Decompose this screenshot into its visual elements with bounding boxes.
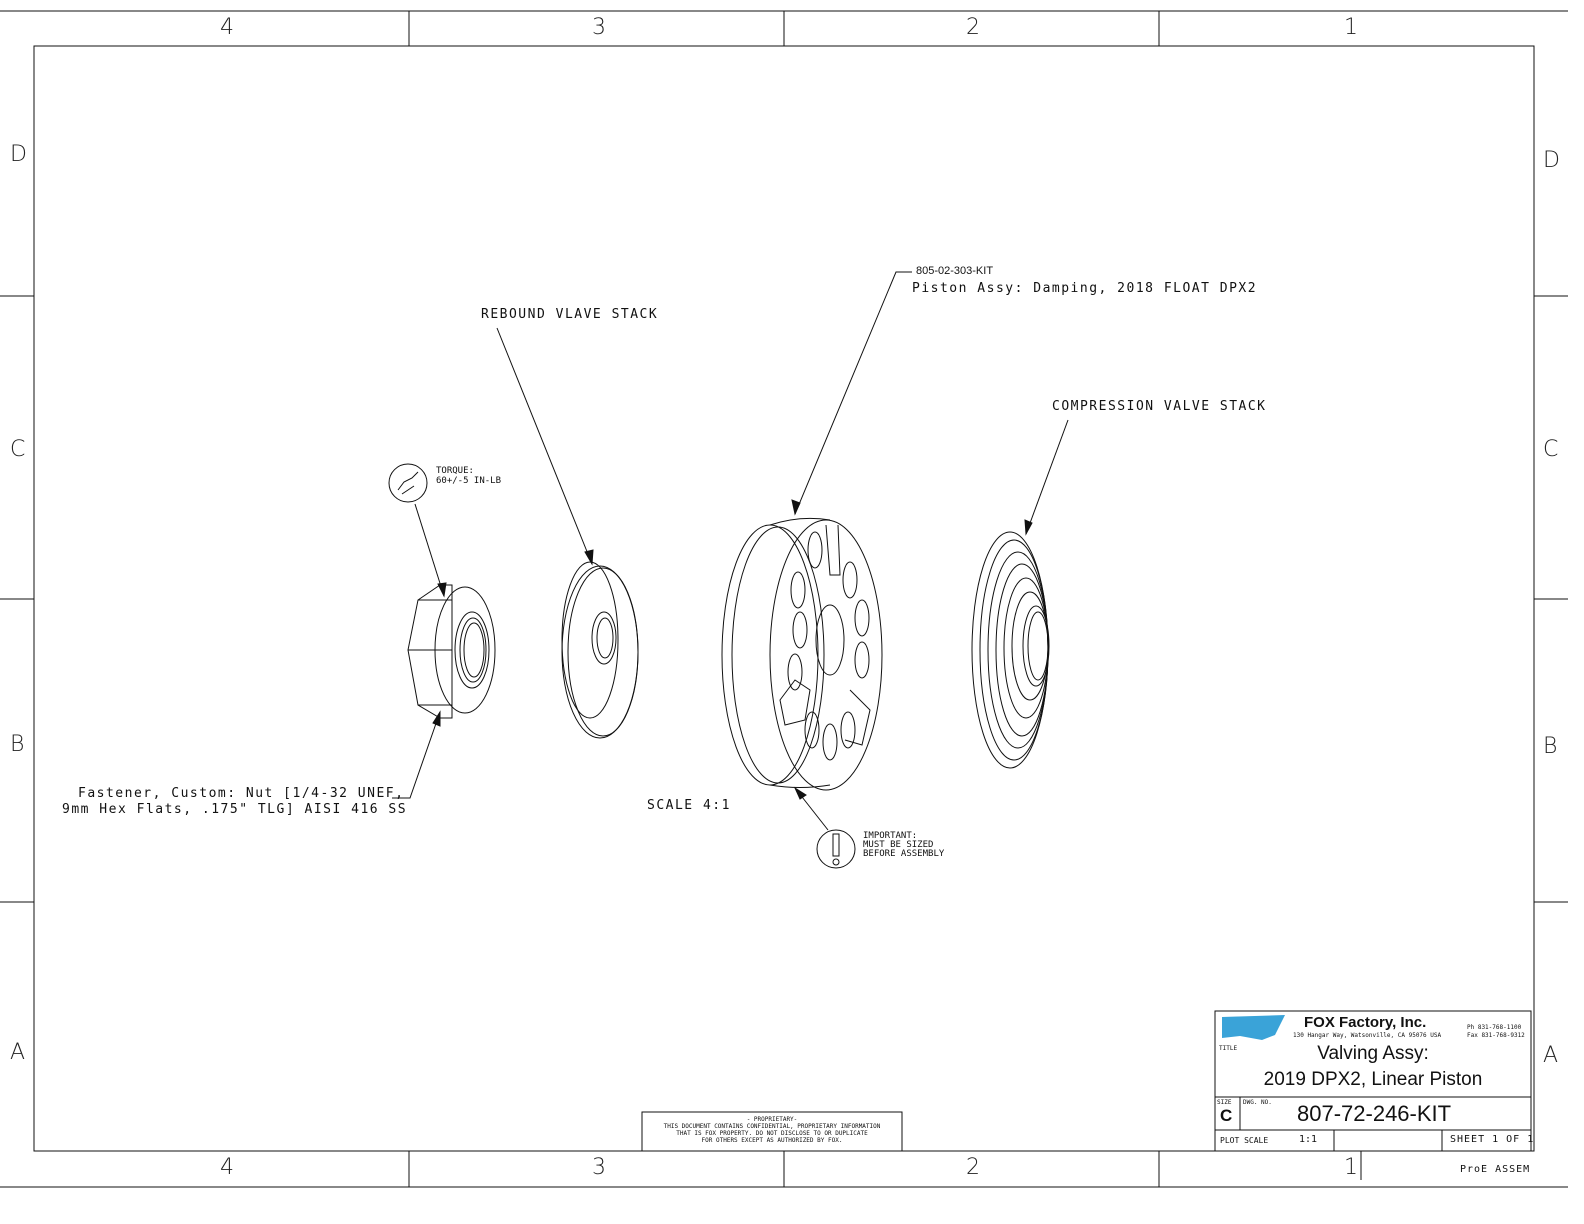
zone-row-a-left: A [10,1040,26,1065]
zone-col-3-top: 3 [592,15,606,40]
zone-row-a-right: A [1543,1043,1559,1068]
piston-part-number: 805-02-303-KIT [916,265,994,277]
zone-col-4-bottom: 4 [220,1155,234,1180]
torque-symbol-circle [388,463,428,503]
zone-row-d-right: D [1543,148,1560,173]
zone-col-2-top: 2 [966,15,980,40]
company-fax: Fax 831-768-9312 [1467,1032,1525,1039]
piston-assy-part [721,517,883,791]
zone-col-1-top: 1 [1344,15,1358,40]
company-name: FOX Factory, Inc. [1304,1014,1427,1031]
important-note-2: MUST BE SIZED [863,840,934,850]
title-label: TITLE [1219,1045,1238,1052]
sheet-size: C [1220,1106,1233,1125]
important-note-3: BEFORE ASSEMBLY [863,849,945,859]
zone-row-c-right: C [1543,437,1559,462]
fastener-description-2: 9mm Hex Flats, .175" TLG] AISI 416 SS [62,802,408,817]
compression-stack-label: COMPRESSION VALVE STACK [1052,399,1267,414]
zone-col-4-top: 4 [220,15,234,40]
view-scale: SCALE 4:1 [647,798,731,813]
zone-col-1-bottom: 1 [1344,1155,1358,1180]
important-note-1: IMPORTANT: [863,831,918,841]
compression-valve-stack-part [971,531,1050,769]
sheet-number: SHEET 1 OF 1 [1450,1134,1535,1145]
company-address: 130 Hangar Way, Watsonville, CA 95076 US… [1293,1032,1442,1039]
proprietary-line: FOR OTHERS EXCEPT AS AUTHORIZED BY FOX. [701,1137,843,1144]
plot-scale-label: PLOT SCALE [1220,1136,1269,1145]
fastener-description-1: Fastener, Custom: Nut [1/4-32 UNEF, [78,786,405,801]
drawing-number: 807-72-246-KIT [1297,1101,1452,1126]
title-block-lines [1214,1010,1532,1180]
rebound-stack-label: REBOUND VLAVE STACK [481,307,659,322]
proprietary-line: - PROPRIETARY- [746,1116,798,1123]
zone-col-3-bottom: 3 [592,1155,606,1180]
dwg-no-label: DWG. NO. [1243,1099,1272,1106]
important-symbol-circle [816,829,856,869]
proprietary-line: THIS DOCUMENT CONTAINS CONFIDENTIAL, PRO… [663,1123,881,1130]
zone-row-b-left: B [10,732,25,757]
piston-description: Piston Assy: Damping, 2018 FLOAT DPX2 [912,281,1258,296]
cad-source: ProE ASSEM [1460,1164,1531,1175]
leader-lines [388,271,1069,869]
plot-scale-value: 1:1 [1299,1134,1318,1145]
rebound-valve-stack-part [561,561,639,739]
company-phone: Ph 831-768-1100 [1467,1024,1522,1031]
zone-row-d-left: D [10,142,27,167]
zone-row-b-right: B [1543,734,1558,759]
fox-logo [1222,1015,1285,1040]
proprietary-line: THAT IS FOX PROPERTY. DO NOT DISCLOSE TO… [676,1130,868,1137]
zone-col-2-bottom: 2 [966,1155,980,1180]
nut-part [407,584,496,719]
torque-value: 60+/-5 IN-LB [436,476,502,486]
zone-row-c-left: C [10,437,26,462]
drawing-title-1: Valving Assy: [1317,1043,1429,1064]
size-label: SIZE [1217,1099,1232,1106]
torque-label: TORQUE: [436,466,474,476]
proprietary-notice: - PROPRIETARY- THIS DOCUMENT CONTAINS CO… [642,1116,902,1144]
drawing-title-2: 2019 DPX2, Linear Piston [1263,1069,1483,1090]
